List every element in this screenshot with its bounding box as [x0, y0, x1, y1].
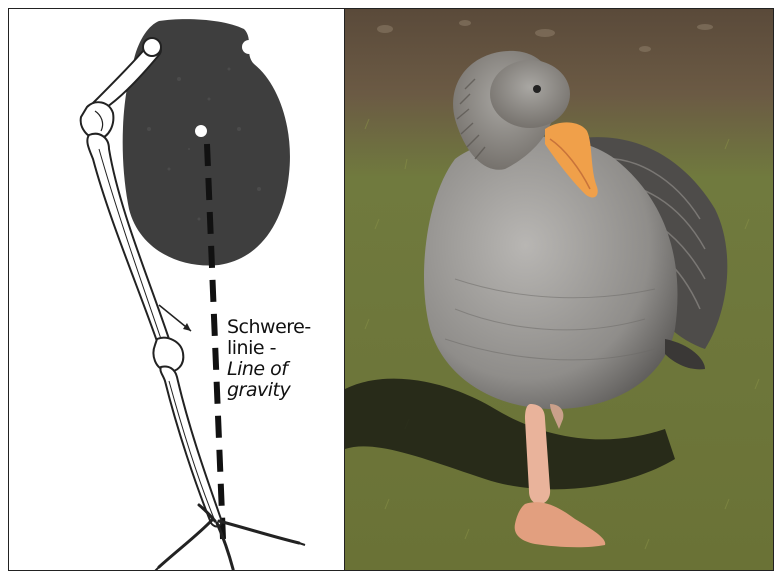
label-line-4: gravity — [227, 380, 311, 401]
label-line-2: linie - — [227, 338, 311, 359]
skeleton-diagram-panel: Schwere- linie - Line of gravity — [8, 8, 345, 571]
center-of-gravity-dot — [195, 125, 207, 137]
goose-head — [490, 60, 570, 128]
toes — [159, 505, 299, 569]
label-line-1: Schwere- — [227, 317, 311, 338]
skeleton-diagram — [9, 9, 345, 571]
label-line-3: Line of — [227, 359, 311, 380]
goose-photo — [345, 8, 774, 571]
tarsometatarsus-bone — [160, 366, 221, 526]
gravity-line-label: Schwere- linie - Line of gravity — [227, 317, 311, 401]
goose-eye — [533, 85, 541, 93]
goose-photo-illustration — [345, 9, 774, 571]
